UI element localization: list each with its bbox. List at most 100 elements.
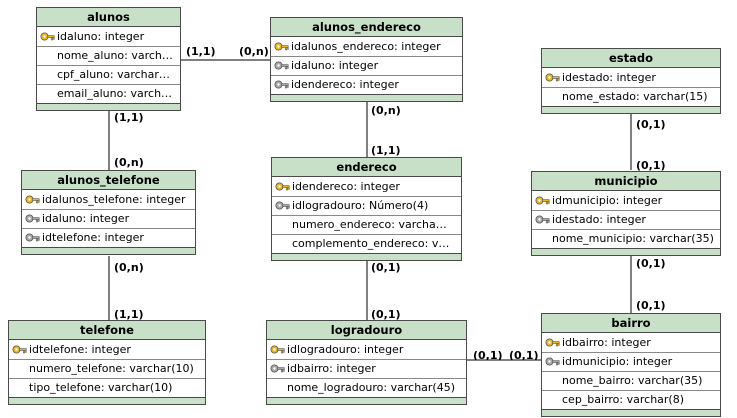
attribute-text: idestado: integer [552,213,646,226]
entity-footer [532,248,720,255]
entity-footer [271,94,462,101]
attribute-row[interactable]: nome_municipio: varchar(35) [532,230,720,248]
foreign-key-icon [545,355,560,368]
card-bairro-top: (0,1) [636,299,666,312]
entity-estado[interactable]: estado idestado: integer nome_estado: varc… [541,48,721,114]
attribute-text: nome_logradouro: varchar(45) [287,381,456,394]
attribute-row[interactable]: nome_logradouro: varchar(45) [267,379,466,397]
attribute-row[interactable]: idalunos_endereco: integer [271,38,462,57]
card-telefone-top: (1,1) [114,308,144,321]
attribute-text: tipo_telefone: varchar(10) [29,381,173,394]
foreign-key-icon [25,231,40,244]
entity-alunos-endereco[interactable]: alunos_endereco idalunos_endereco: intege… [270,17,463,102]
entity-footer [267,397,466,404]
attribute-text: idmunicipio: integer [552,194,663,207]
attribute-row[interactable]: idtelefone: integer [9,341,205,360]
primary-key-icon [12,343,27,356]
attribute-row[interactable]: idaluno: integer [37,28,180,47]
entity-title: telefone [9,321,205,340]
primary-key-icon [40,30,55,43]
entity-title: estado [542,49,720,68]
card-bairro-left: (0,1) [509,349,539,362]
card-estado-bottom: (0,1) [636,118,666,131]
primary-key-icon [545,71,560,84]
attribute-text: nome_bairro: varchar(35) [562,374,703,387]
entity-bairro[interactable]: bairro idbairro: integer idmunicipio: inte… [541,313,721,417]
attribute-text: idlogradouro: integer [287,343,404,356]
attribute-text: idaluno: integer [42,212,130,225]
attribute-row[interactable]: idendereco: integer [272,178,461,197]
attribute-row[interactable]: idlogradouro: Número(4) [272,197,461,216]
attribute-row[interactable]: idalunos_telefone: integer [22,191,195,210]
primary-key-icon [25,193,40,206]
entity-footer [37,103,180,110]
attribute-text: nome_municipio: varchar(35) [552,232,714,245]
attribute-row[interactable]: numero_telefone: varchar(10) [9,360,205,379]
foreign-key-icon [274,78,289,91]
card-alunos-telefone-bottom: (0,n) [114,261,144,274]
attribute-row[interactable]: cpf_aluno: varchar… [37,66,180,85]
card-municipio-top: (0,1) [636,159,666,172]
card-alunos-top: (1,1) [114,111,144,124]
attribute-row[interactable]: idestado: integer [532,211,720,230]
attribute-text: idbairro: integer [562,336,651,349]
attribute-row[interactable]: idlogradouro: integer [267,341,466,360]
attribute-text: cep_bairro: varchar(8) [562,393,685,406]
primary-key-icon [275,180,290,193]
attribute-text: idtelefone: integer [29,343,131,356]
attribute-row[interactable]: idbairro: integer [542,334,720,353]
attribute-text: nome_aluno: varch… [57,49,173,62]
attribute-row[interactable]: idmunicipio: integer [542,353,720,372]
entity-title: alunos [37,8,180,27]
attribute-row[interactable]: idmunicipio: integer [532,192,720,211]
attribute-row[interactable]: email_aluno: varch… [37,85,180,103]
attribute-text: idalunos_endereco: integer [291,40,441,53]
foreign-key-icon [275,199,290,212]
attribute-row[interactable]: nome_aluno: varch… [37,47,180,66]
card-alunos-telefone-top: (0,n) [114,156,144,169]
attribute-row[interactable]: cep_bairro: varchar(8) [542,391,720,409]
attribute-row[interactable]: nome_estado: varchar(15) [542,88,720,106]
attribute-row[interactable]: idbairro: integer [267,360,466,379]
foreign-key-icon [270,362,285,375]
primary-key-icon [274,40,289,53]
entity-footer [542,409,720,416]
attribute-row[interactable]: nome_bairro: varchar(35) [542,372,720,391]
attribute-row[interactable]: idendereco: integer [271,76,462,94]
attribute-text: email_aluno: varch… [57,87,173,100]
attribute-text: idaluno: integer [57,30,145,43]
entity-title: alunos_endereco [271,18,462,37]
attribute-row[interactable]: idtelefone: integer [22,229,195,247]
attribute-text: idaluno: integer [291,59,379,72]
attribute-text: idmunicipio: integer [562,355,673,368]
attribute-text: idendereco: integer [292,180,400,193]
attribute-row[interactable]: idaluno: integer [271,57,462,76]
attribute-text: idtelefone: integer [42,231,144,244]
attribute-text: idbairro: integer [287,362,376,375]
attribute-text: idestado: integer [562,71,656,84]
foreign-key-icon [274,59,289,72]
entity-footer [272,253,461,260]
attribute-row[interactable]: numero_endereco: varcha… [272,216,461,235]
card-municipio-bottom: (0,1) [636,257,666,270]
attribute-text: cpf_aluno: varchar… [57,68,170,81]
entity-alunos[interactable]: alunos idaluno: integer nome_aluno: varch…… [36,7,181,111]
attribute-row[interactable]: idestado: integer [542,69,720,88]
attribute-row[interactable]: complemento_endereco: v… [272,235,461,253]
attribute-text: nome_estado: varchar(15) [562,90,708,103]
entity-telefone[interactable]: telefone idtelefone: integer numero_telefo… [8,320,206,405]
card-logradouro-top: (0,1) [371,308,401,321]
attribute-row[interactable]: tipo_telefone: varchar(10) [9,379,205,397]
entity-title: alunos_telefone [22,171,195,190]
primary-key-icon [545,336,560,349]
card-endereco-bottom: (0,1) [371,261,401,274]
entity-title: bairro [542,314,720,333]
attribute-text: complemento_endereco: v… [292,237,450,250]
card-logradouro-right: (0,1) [473,349,503,362]
attribute-row[interactable]: idaluno: integer [22,210,195,229]
